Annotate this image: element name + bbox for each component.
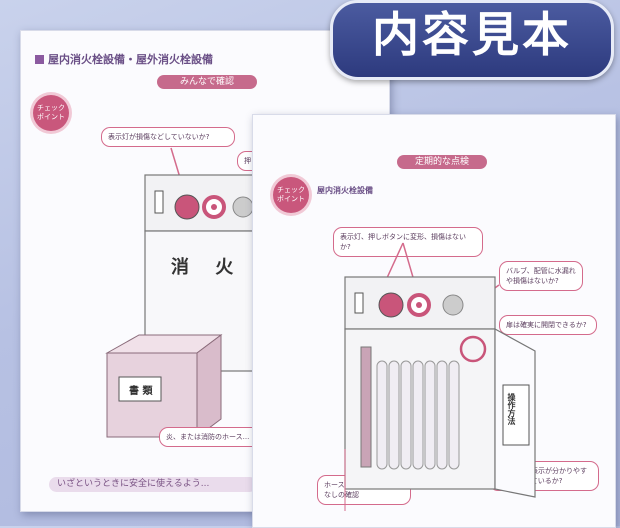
callout-valve-pipe: バルブ、配管に水漏れや損傷はないか? [499,261,583,291]
callout-lamp-button: 表示灯、押しボタンに変形、損傷はないか? [333,227,483,257]
footer-note: いざというときに安全に使えるよう... [49,477,257,492]
callout-bottom-note: 炎、または消防のホース... [159,427,267,447]
banner-check-together: みんなで確認 [157,75,257,89]
front-subtitle: 屋内消火栓設備 [317,186,373,195]
documents-box-label: 書 類 [129,386,153,397]
callout-indicator-lamp: 表示灯が損傷などしていないか? [101,127,235,147]
content-sample-stamp: 内容見本 [330,0,614,80]
front-page: 定期的な点検 チェック ポイント 屋内消火栓設備 表示灯、押しボタンに変形、損傷… [252,114,616,528]
section-marker-icon [35,55,44,64]
callout-door: 扉は確実に開閉できるか? [499,315,597,335]
instruction-board-label: 操作方法 [507,393,516,425]
cabinet-label: 消 火 栓 [171,257,288,278]
section-title: 屋内消火栓設備・屋外消火栓設備 [35,51,213,67]
banner-periodic-inspection: 定期的な点検 [397,155,487,169]
check-point-badge-front: チェック ポイント [273,177,309,213]
check-point-badge: チェック ポイント [33,95,69,131]
hydrant-cabinet-open-illustration [344,242,536,511]
